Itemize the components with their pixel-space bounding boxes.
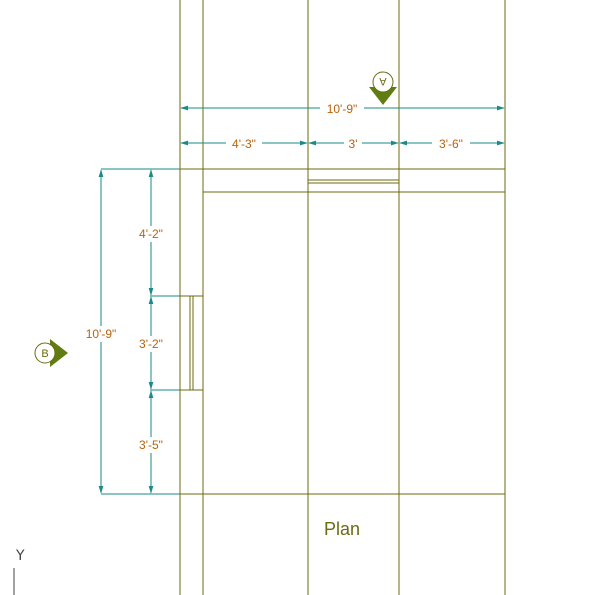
dim-top-seg1-text: 4'-3" [232, 137, 256, 151]
top-dimensions: 10'-9" 4'-3" 3' 3'-6" [180, 100, 505, 151]
section-marker-a[interactable]: A [369, 71, 397, 105]
dim-top-seg3-text: 3'-6" [439, 137, 463, 151]
section-marker-a-circle [372, 71, 394, 93]
view-title: Plan [324, 519, 360, 539]
dim-top-overall-text: 10'-9" [327, 102, 358, 116]
dim-left-overall-text: 10'-9" [86, 327, 117, 341]
wall-linework [179, 0, 506, 595]
dim-left-seg3-text: 3'-5" [139, 438, 163, 452]
dim-left-seg2-text: 3'-2" [139, 337, 163, 351]
section-arrow-right-icon [50, 339, 68, 367]
section-marker-b-label: B [41, 348, 48, 360]
section-arrow-down-icon [369, 87, 397, 105]
left-dimensions: 10'-9" 4'-2" 3'-2" 3'-5" [82, 168, 180, 495]
dim-top-seg2-text: 3' [349, 137, 358, 151]
ucs-y-label: Y [15, 548, 25, 564]
ucs-axis-icon: Y [13, 548, 25, 595]
section-marker-b-circle [34, 342, 56, 364]
section-marker-a-label: A [379, 75, 387, 87]
section-marker-b[interactable]: B [34, 339, 68, 367]
dim-left-seg1-text: 4'-2" [139, 227, 163, 241]
